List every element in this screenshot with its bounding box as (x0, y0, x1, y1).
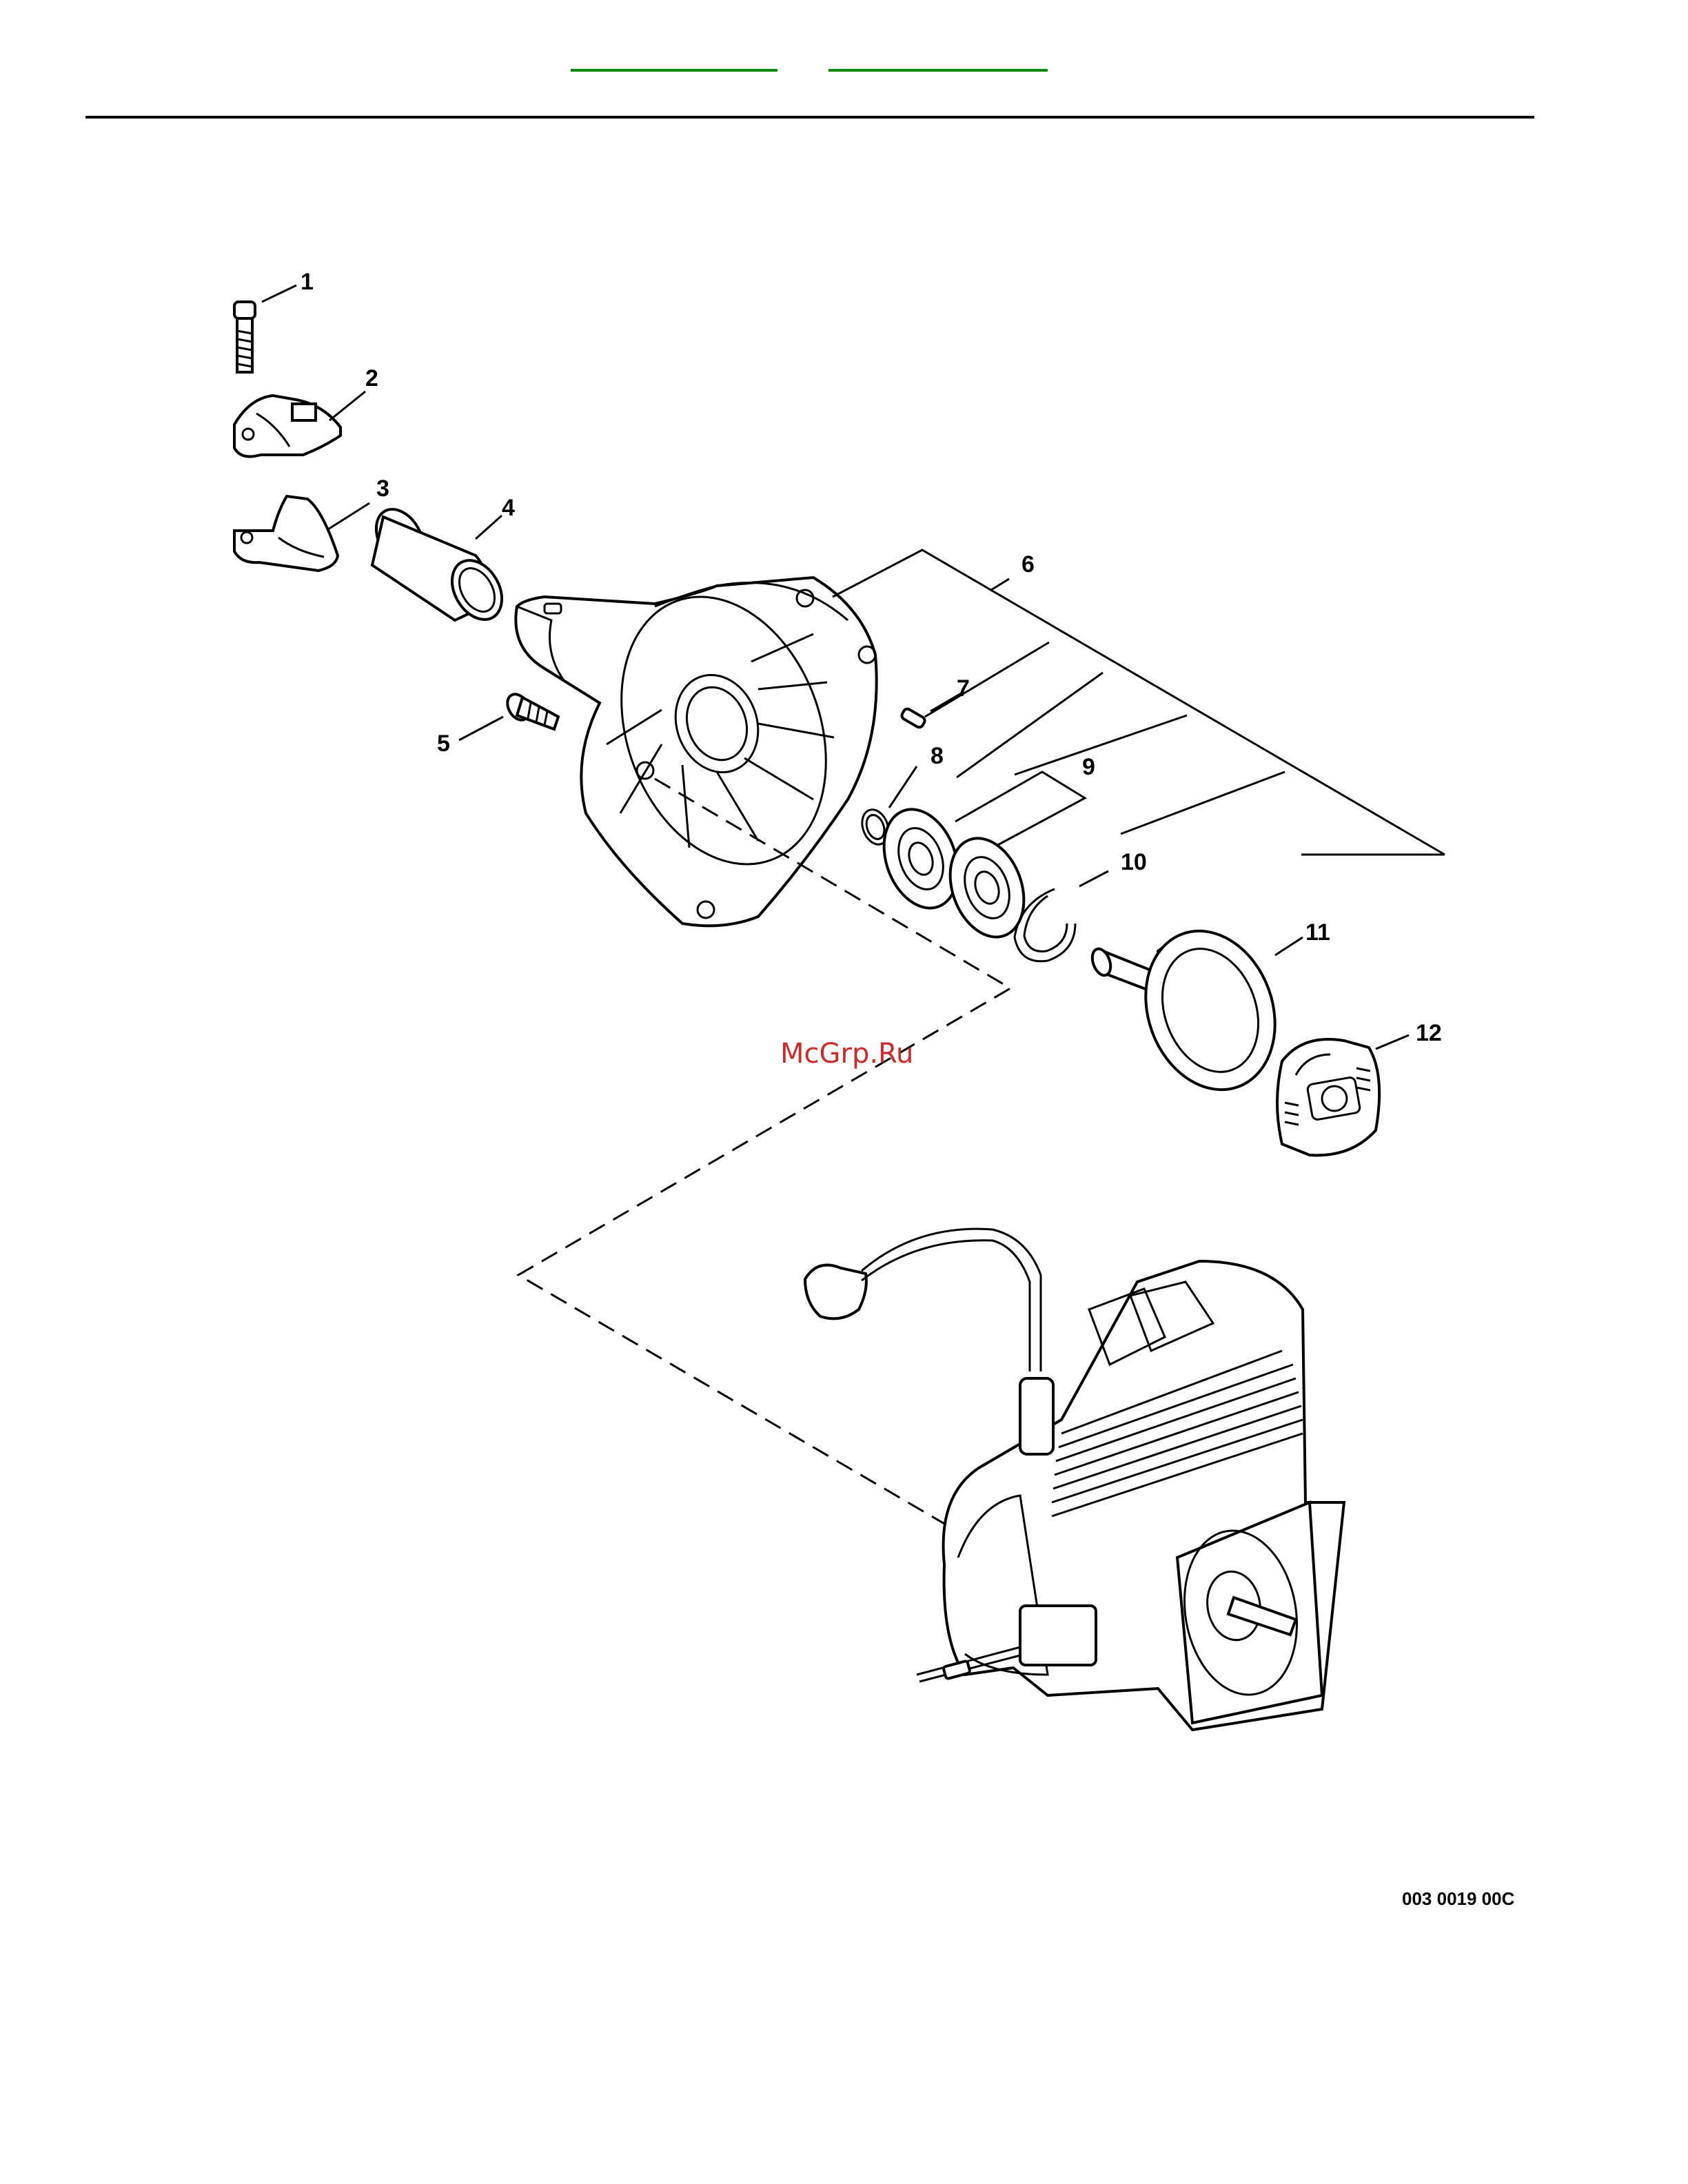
part-7-pin (900, 692, 964, 728)
callout-8: 8 (931, 743, 944, 769)
callout-1: 1 (301, 269, 314, 295)
group-bracket (833, 550, 1445, 855)
callout-3: 3 (376, 476, 389, 502)
part-3-clamp (234, 496, 369, 571)
callout-9: 9 (1082, 754, 1095, 780)
document-number: 003 0019 00C (1402, 1888, 1514, 1910)
part-4-sleeve (367, 501, 512, 629)
watermark-text: McGrp.Ru (780, 1038, 913, 1070)
engine-assembly (805, 1229, 1344, 1730)
part-9-ball-bearings (871, 799, 1037, 947)
part-2-clamp (234, 391, 365, 456)
part-11-clutch-drum (1089, 912, 1303, 1108)
callout-7: 7 (957, 675, 970, 702)
callout-12: 12 (1416, 1020, 1442, 1046)
callout-4: 4 (502, 495, 515, 521)
callout-5: 5 (437, 731, 450, 757)
part-12-clutch (1277, 1035, 1409, 1155)
callout-11: 11 (1305, 919, 1330, 946)
part-10-circlip (1015, 871, 1108, 961)
part-6-clutch-housing (516, 568, 876, 926)
callout-6: 6 (1021, 551, 1035, 578)
callout-2: 2 (365, 365, 378, 391)
callout-10: 10 (1121, 849, 1147, 875)
part-5-bolt (459, 691, 558, 740)
part-1-screw (234, 285, 296, 372)
